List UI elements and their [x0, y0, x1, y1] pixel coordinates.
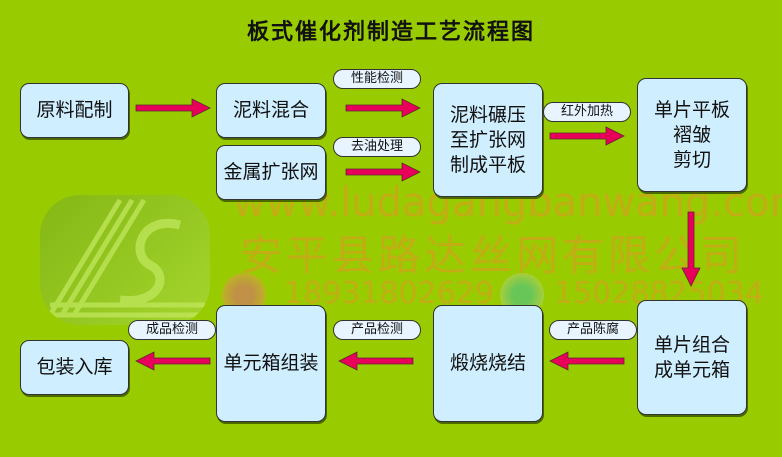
label-degrease: 去油处理 — [333, 137, 421, 157]
arrow-left — [549, 351, 625, 371]
company-logo — [40, 195, 210, 325]
arrow-right — [345, 162, 421, 182]
node-press: 泥料碾压 至扩张网 制成平板 — [433, 83, 543, 197]
label-infrared-heat: 红外加热 — [543, 102, 631, 122]
node-assemble-unit: 单片组合 成单元箱 — [637, 300, 747, 415]
watermark-company: 安平县路达丝网有限公司 — [240, 231, 747, 280]
node-calcine: 煅烧烧结 — [433, 305, 543, 422]
logo-s-icon — [47, 198, 205, 318]
node-mud-mix: 泥料混合 — [216, 83, 326, 138]
arrow-right — [549, 126, 625, 146]
arrow-left — [338, 351, 414, 371]
node-unit-box: 单元箱组装 — [216, 305, 326, 422]
arrow-right — [345, 98, 421, 118]
arrow-left — [135, 351, 211, 371]
label-finished-test: 成品检测 — [128, 320, 216, 340]
arrow-right — [135, 98, 211, 118]
label-performance-test: 性能检测 — [333, 69, 421, 89]
label-product-test: 产品检测 — [333, 320, 421, 340]
diagram-title: 板式催化剂制造工艺流程图 — [246, 19, 535, 45]
label-aging: 产品陈腐 — [549, 320, 637, 340]
node-raw-mix: 原料配制 — [20, 83, 129, 138]
node-package: 包装入库 — [20, 340, 129, 395]
node-single-plate: 单片平板 褶皱 剪切 — [637, 78, 747, 192]
node-metal-mesh: 金属扩张网 — [216, 145, 326, 200]
